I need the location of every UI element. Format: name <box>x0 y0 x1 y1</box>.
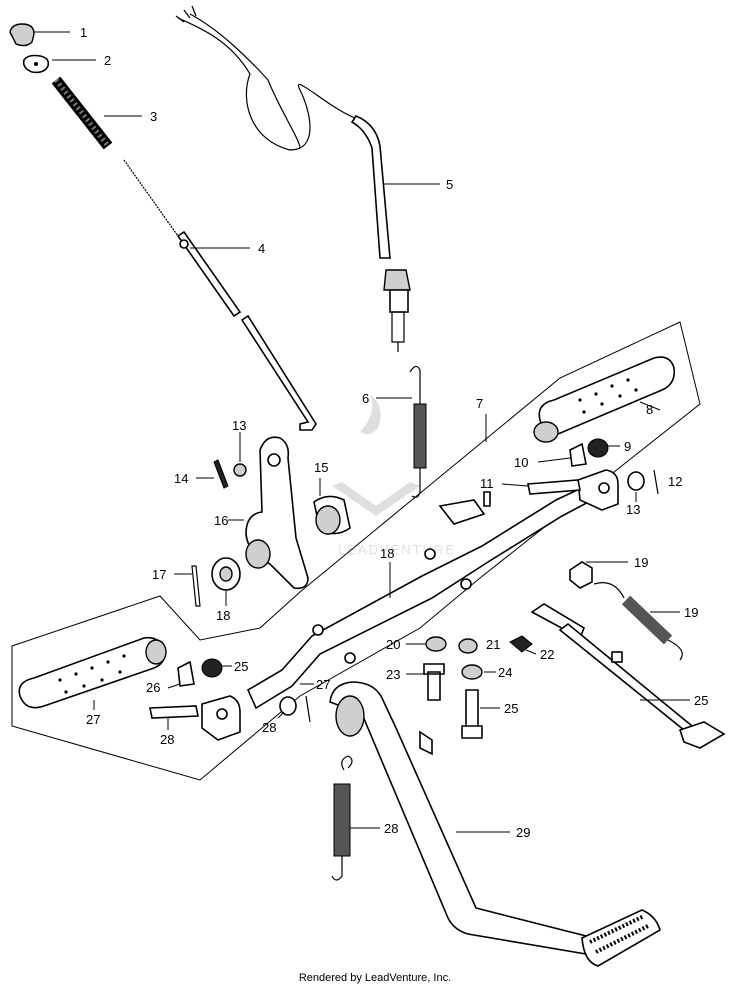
part-19-spring-plate-left <box>177 660 195 687</box>
callout-21: 23 <box>386 667 400 682</box>
part-4-spring <box>51 76 113 150</box>
callout-10: 28 <box>384 821 398 836</box>
footer-credit: Rendered by LeadVenture, Inc. <box>298 972 452 984</box>
part-28-cotter-pin-center <box>305 695 311 723</box>
callout-6: 1 <box>80 25 87 40</box>
callout-4: 3 <box>150 109 157 124</box>
callouts: 1 2 3 4 5 6 7 8 9 10 11 12 13 <box>34 25 708 840</box>
part-25-washer-center <box>458 638 478 654</box>
callout-18-right: 9 <box>624 439 631 454</box>
part-12-spring <box>593 582 683 661</box>
watermark-logo <box>332 394 420 516</box>
part-6-cap-nut <box>9 23 35 47</box>
part-20-stop-switch <box>569 561 593 589</box>
callout-13-left: 28 <box>160 732 174 747</box>
callout-8: 16 <box>214 513 228 528</box>
callout-27-upper: 20 <box>386 637 400 652</box>
part-27-washer-lower <box>461 664 483 680</box>
callout-19-right: 10 <box>514 455 528 470</box>
part-22-bolt <box>461 689 483 739</box>
part-18-bushing-left <box>201 658 223 678</box>
part-25-washer-right <box>627 471 645 491</box>
callout-2: 6 <box>362 391 369 406</box>
part-17-footpeg-rubber-right <box>533 356 676 443</box>
part-26-washer <box>211 557 241 591</box>
callout-3: 4 <box>258 241 265 256</box>
callout-17: 8 <box>646 402 653 417</box>
callout-13-right: 11 <box>480 476 494 491</box>
callout-20: 19 <box>634 555 648 570</box>
callout-9: 15 <box>314 460 328 475</box>
part-11-brake-link <box>530 603 726 749</box>
part-5-joint <box>22 54 50 74</box>
part-3-brake-rod <box>123 159 317 431</box>
callout-25-left: 28 <box>262 720 276 735</box>
callout-16: 27 <box>86 712 100 727</box>
watermark-text: LEADVENTURE <box>338 542 456 557</box>
part-29-cotter-pin <box>191 565 201 607</box>
part-2-spring <box>409 365 427 498</box>
callout-27-lower: 24 <box>498 665 512 680</box>
part-18-bushing-right <box>587 438 609 458</box>
callout-25-right: 13 <box>626 502 640 517</box>
callout-28-right: 12 <box>668 474 682 489</box>
callout-5: 2 <box>104 53 111 68</box>
callout-25-center: 21 <box>486 637 500 652</box>
part-21-bolt <box>423 663 445 701</box>
part-8-pivot-arm <box>245 436 309 590</box>
callout-28-left: 14 <box>174 471 188 486</box>
callout-14: 7 <box>476 396 483 411</box>
callout-18-left: 25 <box>234 659 248 674</box>
part-23-nut <box>509 635 533 653</box>
footpeg-bracket-right <box>577 469 619 511</box>
part-28-cotter-pin-left <box>213 459 229 489</box>
part-16-footpeg-rubber-left <box>18 636 167 709</box>
part-9-collar <box>313 495 351 535</box>
callout-28-center: 27 <box>316 677 330 692</box>
callout-22: 25 <box>504 701 518 716</box>
part-24-washer <box>233 463 247 477</box>
assembly-outline <box>11 321 701 781</box>
callout-12: 19 <box>684 605 698 620</box>
callout-26: 18 <box>216 608 230 623</box>
part-7-brake-pedal <box>329 681 661 967</box>
part-10-spring <box>331 755 353 881</box>
part-13-pivot-pin-left <box>149 705 199 719</box>
callout-1: 5 <box>446 177 453 192</box>
part-13-pivot-pin-right <box>527 479 581 495</box>
callout-7: 29 <box>516 825 530 840</box>
part-28-cotter-pin-right <box>653 469 659 495</box>
part-27-washer-upper <box>425 636 447 652</box>
callout-29: 17 <box>152 567 166 582</box>
part-25-washer-left <box>279 696 297 716</box>
callout-24: 13 <box>232 418 246 433</box>
part-1-switch-cable <box>175 5 411 352</box>
callout-23: 22 <box>540 647 554 662</box>
callout-11: 25 <box>694 693 708 708</box>
callout-19-left: 26 <box>146 680 160 695</box>
part-19-spring-plate-right <box>569 442 587 467</box>
callout-15: 18 <box>380 546 394 561</box>
